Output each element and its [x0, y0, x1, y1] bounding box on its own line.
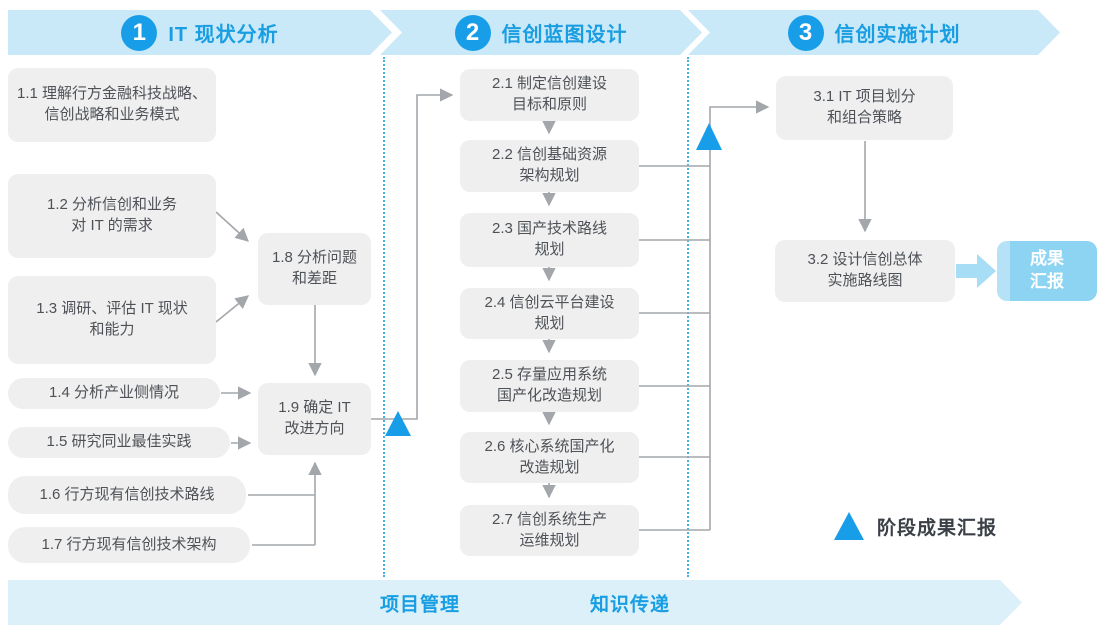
task-box-1-7: 1.7 行方现有信创技术架构 [8, 527, 250, 563]
phase-title-3: 信创实施计划 [834, 24, 961, 46]
legend-label: 阶段成果汇报 [877, 517, 998, 539]
legend-triangle-icon [834, 512, 864, 540]
phase-number-badge-3: 3 [788, 15, 824, 51]
connector-lines [215, 88, 872, 546]
task-box-2-1: 2.1 制定信创建设 目标和原则 [460, 69, 639, 121]
task-box-1-2: 1.2 分析信创和业务 对 IT 的需求 [8, 174, 216, 258]
phase-number-badge-1: 1 [121, 15, 157, 51]
result-report-box: 成果 汇报 [997, 241, 1097, 301]
task-box-2-4: 2.4 信创云平台建设 规划 [460, 288, 639, 339]
result-arrow-icon [956, 254, 996, 288]
phase-number-badge-2: 2 [455, 15, 491, 51]
legend: 阶段成果汇报 [834, 512, 997, 540]
task-box-2-6: 2.6 核心系统国产化 改造规划 [460, 432, 639, 483]
task-box-1-4: 1.4 分析产业侧情况 [8, 378, 220, 409]
task-box-1-3: 1.3 调研、评估 IT 现状 和能力 [8, 276, 216, 364]
task-box-2-3: 2.3 国产技术路线 规划 [460, 213, 639, 267]
milestone-triangle-icon-phase1 [385, 411, 411, 436]
phase-separator-line-1 [383, 57, 385, 577]
task-box-2-2: 2.2 信创基础资源 架构规划 [460, 140, 639, 192]
task-box-1-8: 1.8 分析问题 和差距 [258, 233, 371, 305]
task-box-1-9: 1.9 确定 IT 改进方向 [258, 383, 371, 455]
task-box-3-1: 3.1 IT 项目划分 和组合策略 [776, 76, 953, 140]
task-box-1-1: 1.1 理解行方金融科技战略、 信创战略和业务模式 [8, 68, 216, 142]
footer-banner: 项目管理 知识传递 [8, 580, 1022, 625]
task-box-2-7: 2.7 信创系统生产 运维规划 [460, 505, 639, 556]
footer-label-project-management: 项目管理 [379, 594, 461, 615]
task-box-2-5: 2.5 存量应用系统 国产化改造规划 [460, 360, 639, 412]
phase-banner-1: 1 IT 现状分析 [8, 10, 392, 55]
phase-banner-3: 3 信创实施计划 [688, 10, 1060, 55]
phase-banner-2: 2 信创蓝图设计 [380, 10, 702, 55]
phase-title-1: IT 现状分析 [168, 24, 279, 46]
task-box-1-5: 1.5 研究同业最佳实践 [8, 427, 230, 458]
task-box-3-2: 3.2 设计信创总体 实施路线图 [775, 240, 955, 302]
phase-title-2: 信创蓝图设计 [501, 24, 628, 46]
footer-label-knowledge-transfer: 知识传递 [589, 594, 671, 615]
task-box-1-6: 1.6 行方现有信创技术路线 [8, 476, 246, 514]
phase-separator-line-2 [687, 57, 689, 577]
milestone-triangle-icon-phase2 [696, 123, 722, 150]
